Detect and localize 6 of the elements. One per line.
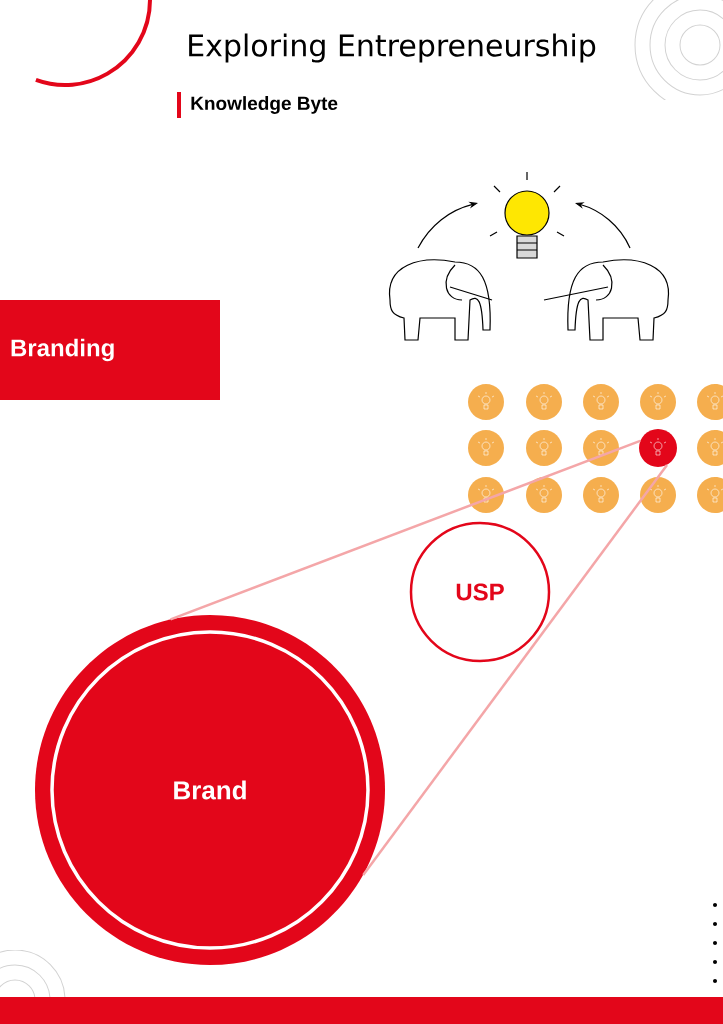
title: Exploring Entrepreneurship (189, 33, 596, 63)
bulb-dot (639, 429, 677, 467)
subtitle: Knowledge Byte (191, 96, 338, 114)
connector-line (362, 464, 669, 876)
title-banner: Branding (0, 300, 220, 400)
connector-line (170, 439, 641, 621)
